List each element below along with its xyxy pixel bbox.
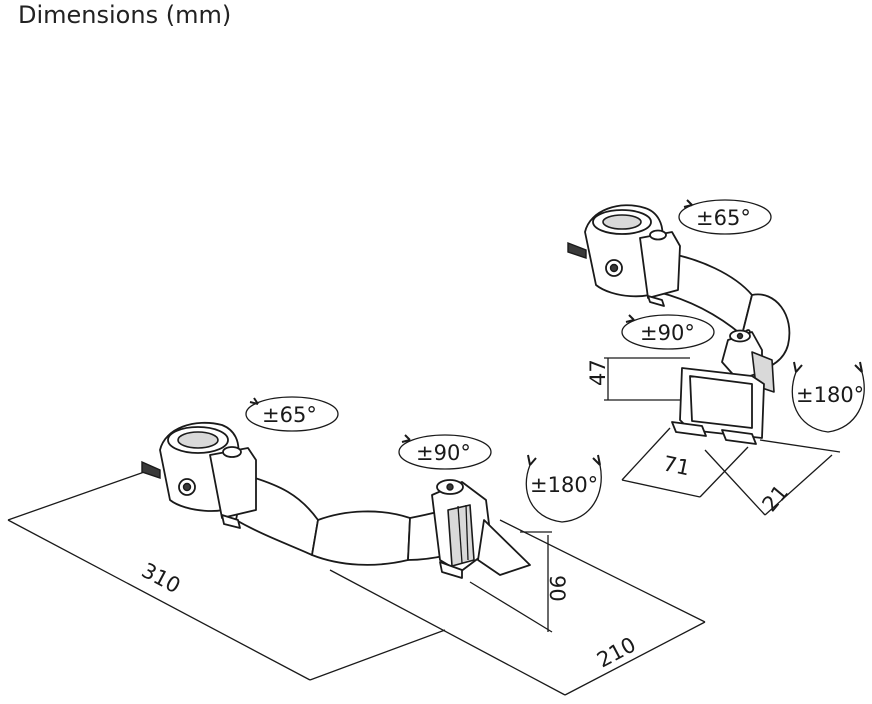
mounting-plate: [671, 367, 765, 445]
rotation-small-joint: ±90°: [621, 314, 715, 350]
rotation-large-base: ±180°: [525, 454, 602, 523]
dimension-plate-height: 47: [586, 357, 690, 401]
dimension-length: 310: [7, 469, 446, 681]
rotation-small-clamp-label: ±65°: [696, 206, 751, 230]
dimension-plate-depth: 21: [704, 439, 841, 516]
dimension-height: 90: [469, 531, 569, 633]
small-clamp-head: [567, 204, 681, 307]
rotation-small-clamp: ±65°: [678, 199, 772, 235]
small-arm-assembly: 47 71 21: [567, 199, 865, 516]
rotation-small-base-label: ±180°: [796, 383, 864, 407]
dimension-plate-width: 71: [621, 427, 749, 498]
dimension-depth-label: 210: [593, 632, 640, 672]
dimension-plate-depth-label: 21: [757, 480, 793, 516]
rotation-large-clamp-label: ±65°: [262, 403, 317, 427]
large-arm-assembly: 310 210 90: [7, 396, 706, 696]
dimension-plate-height-label: 47: [586, 359, 610, 386]
large-tube-bend: [311, 510, 411, 566]
dimension-plate-width-label: 71: [661, 451, 692, 480]
dimension-height-label: 90: [545, 575, 569, 602]
large-joint: [431, 479, 531, 579]
page-title: Dimensions (mm): [18, 1, 232, 29]
large-clamp-head: [141, 421, 257, 529]
rotation-large-base-label: ±180°: [530, 473, 598, 497]
rotation-large-clamp: ±65°: [245, 396, 339, 432]
rotation-large-joint: ±90°: [398, 434, 492, 470]
rotation-large-joint-label: ±90°: [416, 441, 471, 465]
rotation-small-joint-label: ±90°: [640, 321, 695, 345]
rotation-small-base: ±180°: [791, 361, 865, 433]
